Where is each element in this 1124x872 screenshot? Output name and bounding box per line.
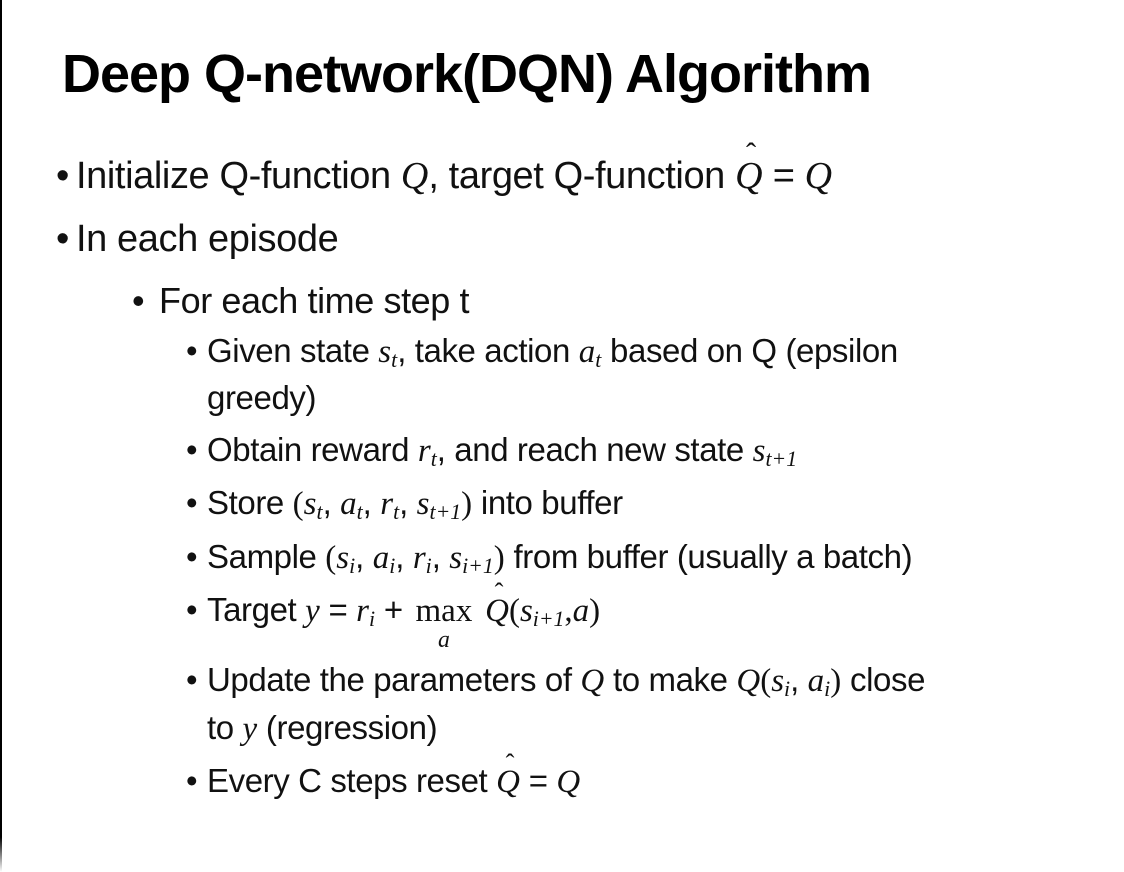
bullet-item: • For each time step t bbox=[132, 277, 1124, 325]
bullet-marker: • bbox=[56, 154, 69, 197]
bullet-marker: • bbox=[132, 280, 145, 322]
bullet-item: •Sample (si, ai, ri, si+1) from buffer (… bbox=[186, 534, 1124, 582]
math-subscript: i bbox=[425, 553, 432, 578]
math-symbol: s bbox=[449, 539, 463, 576]
math-symbol: r bbox=[356, 593, 370, 630]
math-symbol: y bbox=[305, 593, 320, 630]
bullet-marker: • bbox=[186, 484, 198, 522]
bullet-item: •Update the parameters of Q to make Q(si… bbox=[186, 657, 1124, 752]
bullet-list: •Initialize Q-function Q, target Q-funct… bbox=[0, 138, 1124, 806]
math-subscript: t bbox=[393, 500, 400, 524]
math-symbol: a bbox=[578, 333, 596, 370]
bullet-marker: • bbox=[186, 762, 198, 800]
bullet-text: Store (st, at, rt, st+1) into buffer bbox=[207, 484, 623, 524]
bullet-text: Initialize Q-function Q, target Q-functi… bbox=[76, 138, 833, 201]
math-subscript: t bbox=[595, 347, 602, 372]
math-delimiter: ) bbox=[589, 593, 601, 630]
math-symbol: a bbox=[340, 486, 357, 523]
math-subscript: t+1 bbox=[429, 500, 462, 524]
math-subscript: t bbox=[391, 347, 398, 372]
math-symbol: r bbox=[380, 486, 394, 523]
math-subscript: i bbox=[824, 676, 831, 701]
hat-accent: ˆ bbox=[745, 136, 757, 171]
math-subscript: i bbox=[369, 607, 376, 632]
bullet-marker: • bbox=[186, 661, 198, 699]
math-symbol: s bbox=[378, 333, 392, 370]
bullet-text: Obtain reward rt, and reach new state st… bbox=[207, 430, 798, 471]
math-symbol: s bbox=[752, 432, 766, 469]
math-symbol: s bbox=[336, 539, 350, 576]
bullet-text: Sample (si, ai, ri, si+1) from buffer (u… bbox=[207, 537, 913, 578]
math-subscript: i+1 bbox=[462, 553, 494, 578]
math-symbol: a bbox=[572, 593, 590, 630]
math-symbol: s bbox=[771, 663, 785, 700]
math-symbol: s bbox=[519, 593, 533, 630]
math-symbol: y bbox=[242, 710, 258, 747]
math-delimiter: ) bbox=[461, 486, 473, 523]
bullet-text: Update the parameters of Q to make Q(si,… bbox=[207, 661, 926, 747]
math-delimiter: ) bbox=[493, 539, 505, 576]
bullet-item: •Initialize Q-function Q, target Q-funct… bbox=[56, 138, 1124, 201]
math-symbol: Q bbox=[496, 764, 520, 801]
math-symbol: Q bbox=[735, 154, 763, 197]
math-symbol: Q bbox=[485, 593, 509, 630]
hat-accent: ˆ bbox=[505, 747, 515, 778]
operator-name: max bbox=[415, 593, 473, 630]
math-symbol: r bbox=[417, 432, 431, 469]
bullet-marker: • bbox=[186, 331, 198, 369]
math-symbol: r bbox=[412, 539, 426, 576]
page-title: Deep Q-network(DQN) Algorithm bbox=[62, 44, 872, 104]
bullet-item: •Obtain reward rt, and reach new state s… bbox=[186, 427, 1124, 475]
math-subscript: t bbox=[316, 500, 323, 524]
math-delimiter: ( bbox=[508, 593, 520, 630]
bullet-item: •In each episode bbox=[56, 214, 1124, 264]
math-subscript: i bbox=[784, 676, 791, 701]
math-subscript: i bbox=[389, 553, 396, 578]
bullet-marker: • bbox=[56, 217, 69, 260]
bullet-marker: • bbox=[186, 430, 198, 468]
math-symbol: s bbox=[303, 486, 317, 523]
math-subscript: t bbox=[430, 446, 437, 471]
math-subscript: t+1 bbox=[765, 446, 798, 471]
bullet-item: •Store (st, at, rt, st+1) into buffer bbox=[186, 480, 1124, 528]
math-symbol: a bbox=[807, 663, 825, 700]
math-subscript: i+1 bbox=[532, 607, 565, 632]
hat-accent: ˆ bbox=[494, 576, 504, 607]
math-delimiter: ( bbox=[325, 539, 337, 576]
bullet-text: Given state st, take action at based on … bbox=[207, 331, 898, 417]
math-subscript: i bbox=[349, 553, 356, 578]
math-symbol: Q bbox=[580, 663, 605, 700]
bullet-marker: • bbox=[186, 591, 198, 629]
bullet-item: •Given state st, take action at based on… bbox=[186, 328, 1124, 421]
math-delimiter: ( bbox=[760, 663, 772, 700]
math-delimiter: ( bbox=[292, 486, 304, 523]
math-symbol: Q bbox=[804, 154, 833, 197]
bullet-marker: • bbox=[186, 537, 198, 575]
operator-under-script: a bbox=[437, 626, 450, 653]
math-delimiter: , bbox=[564, 593, 573, 630]
math-symbol: s bbox=[416, 486, 430, 523]
bullet-text: For each time step t bbox=[159, 280, 470, 322]
math-symbol: Q bbox=[400, 154, 429, 197]
math-symbol: Q bbox=[736, 663, 761, 700]
left-edge-line bbox=[0, 0, 2, 872]
math-subscript: t bbox=[356, 500, 363, 524]
bullet-text: In each episode bbox=[76, 217, 339, 260]
math-delimiter: ) bbox=[830, 663, 842, 700]
math-symbol: Q bbox=[556, 764, 581, 801]
math-symbol: a bbox=[372, 539, 390, 576]
